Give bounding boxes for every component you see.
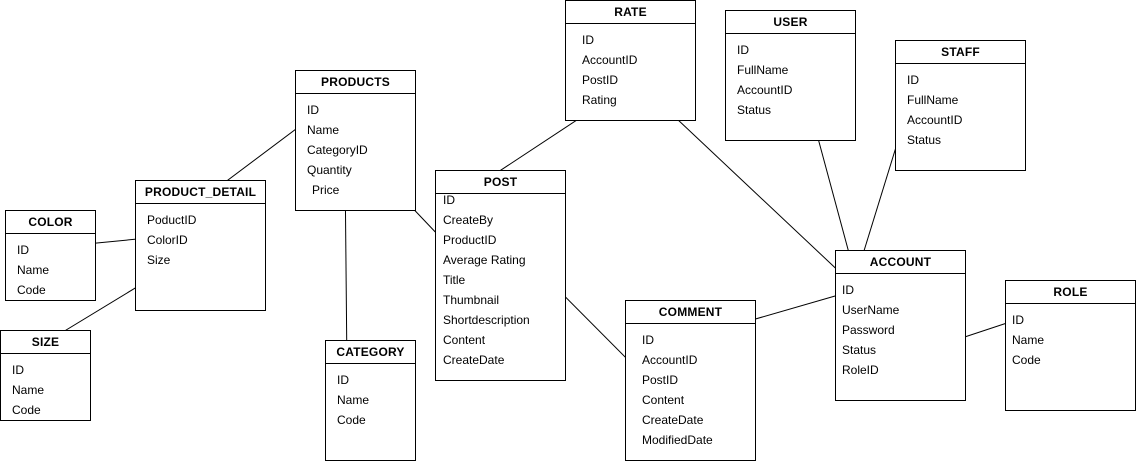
table-title-products: PRODUCTS — [296, 71, 415, 94]
table-title-staff: STAFF — [896, 41, 1025, 64]
table-title-post: POST — [436, 171, 565, 194]
field-rating: Rating — [582, 93, 617, 107]
table-comment[interactable]: COMMENT ID AccountID PostID Content Crea… — [625, 300, 756, 461]
field-id: ID — [842, 283, 854, 297]
field-size: Size — [147, 253, 171, 267]
field-average-rating: Average Rating — [443, 253, 526, 267]
table-product-detail[interactable]: PRODUCT_DETAIL PoductID ColorID Size — [135, 180, 266, 311]
field-roleid: RoleID — [842, 363, 879, 377]
field-id: ID — [12, 363, 24, 377]
field-content: Content — [443, 333, 486, 347]
table-account[interactable]: ACCOUNT ID UserName Password Status Role… — [835, 250, 966, 401]
field-postid: PostID — [582, 73, 619, 87]
table-role[interactable]: ROLE ID Name Code — [1005, 280, 1136, 411]
field-createdate: CreateDate — [443, 353, 505, 367]
field-price: Price — [312, 183, 340, 197]
field-name: Name — [12, 383, 45, 397]
field-accountid: AccountID — [737, 83, 793, 97]
field-colorid: ColorID — [147, 233, 188, 247]
field-id: ID — [642, 333, 654, 347]
field-id: ID — [737, 43, 749, 57]
field-code: Code — [337, 413, 366, 427]
field-thumbnail: Thumbnail — [443, 293, 500, 307]
table-category[interactable]: CATEGORY ID Name Code — [325, 340, 416, 461]
field-fullname: FullName — [907, 93, 959, 107]
table-post[interactable]: POST ID CreateBy ProductID Average Ratin… — [435, 170, 566, 381]
field-username: UserName — [842, 303, 900, 317]
table-title-user: USER — [726, 11, 855, 34]
field-code: Code — [12, 403, 41, 417]
table-rate[interactable]: RATE ID AccountID PostID Rating — [565, 0, 696, 121]
field-id: ID — [307, 103, 319, 117]
field-id: ID — [907, 73, 919, 87]
field-id: ID — [443, 193, 455, 207]
field-modifieddate: ModifiedDate — [642, 433, 713, 447]
field-code: Code — [1012, 353, 1041, 367]
table-size[interactable]: SIZE ID Name Code — [0, 330, 91, 421]
table-title-role: ROLE — [1006, 281, 1135, 304]
field-id: ID — [17, 243, 29, 257]
field-createby: CreateBy — [443, 213, 494, 227]
field-id: ID — [582, 33, 594, 47]
table-products[interactable]: PRODUCTS ID Name CategoryID Quantity Pri… — [295, 70, 416, 211]
field-poductid: PoductID — [147, 213, 197, 227]
field-categoryid: CategoryID — [307, 143, 368, 157]
table-title-color: COLOR — [6, 211, 95, 234]
table-title-product-detail: PRODUCT_DETAIL — [136, 181, 265, 204]
field-name: Name — [307, 123, 340, 137]
table-title-size: SIZE — [1, 331, 90, 354]
table-title-account: ACCOUNT — [836, 251, 965, 274]
field-title: Title — [443, 273, 466, 287]
field-quantity: Quantity — [307, 163, 352, 177]
field-status: Status — [842, 343, 877, 357]
field-fullname: FullName — [737, 63, 789, 77]
table-user[interactable]: USER ID FullName AccountID Status — [725, 10, 856, 141]
field-password: Password — [842, 323, 895, 337]
table-color[interactable]: COLOR ID Name Code — [5, 210, 96, 301]
field-name: Name — [17, 263, 50, 277]
field-status: Status — [907, 133, 942, 147]
field-name: Name — [1012, 333, 1045, 347]
field-name: Name — [337, 393, 370, 407]
field-id: ID — [1012, 313, 1024, 327]
table-staff[interactable]: STAFF ID FullName AccountID Status — [895, 40, 1026, 171]
field-createdate: CreateDate — [642, 413, 704, 427]
field-productid: ProductID — [443, 233, 497, 247]
field-status: Status — [737, 103, 772, 117]
table-title-rate: RATE — [566, 1, 695, 24]
field-postid: PostID — [642, 373, 679, 387]
field-code: Code — [17, 283, 46, 297]
field-id: ID — [337, 373, 349, 387]
table-title-comment: COMMENT — [626, 301, 755, 324]
field-accountid: AccountID — [907, 113, 963, 127]
field-content: Content — [642, 393, 685, 407]
field-accountid: AccountID — [642, 353, 698, 367]
field-shortdescription: Shortdescription — [443, 313, 530, 327]
field-accountid: AccountID — [582, 53, 638, 67]
table-title-category: CATEGORY — [326, 341, 415, 364]
